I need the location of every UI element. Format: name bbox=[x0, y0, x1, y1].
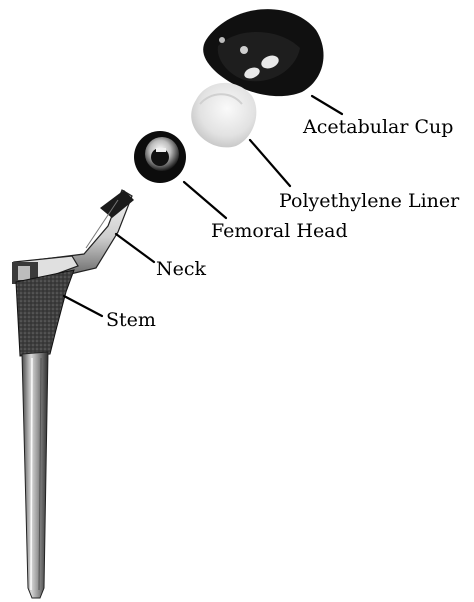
label-neck: Neck bbox=[156, 260, 206, 279]
label-polyethylene-liner: Polyethylene Liner bbox=[279, 192, 459, 211]
stem-shape bbox=[16, 270, 74, 356]
label-stem: Stem bbox=[106, 311, 156, 330]
liner-leader-line bbox=[250, 140, 290, 186]
femoral-head-shape bbox=[134, 131, 186, 183]
distal-shaft-shape bbox=[22, 352, 48, 598]
head-leader-line bbox=[184, 182, 226, 218]
label-acetabular-cup: Acetabular Cup bbox=[303, 118, 453, 137]
polyethylene-liner-shape bbox=[191, 83, 256, 148]
neck-leader-line bbox=[116, 234, 154, 262]
stem-leader-line bbox=[64, 296, 102, 316]
label-femoral-head: Femoral Head bbox=[211, 222, 348, 241]
cup-leader-line bbox=[312, 96, 342, 114]
